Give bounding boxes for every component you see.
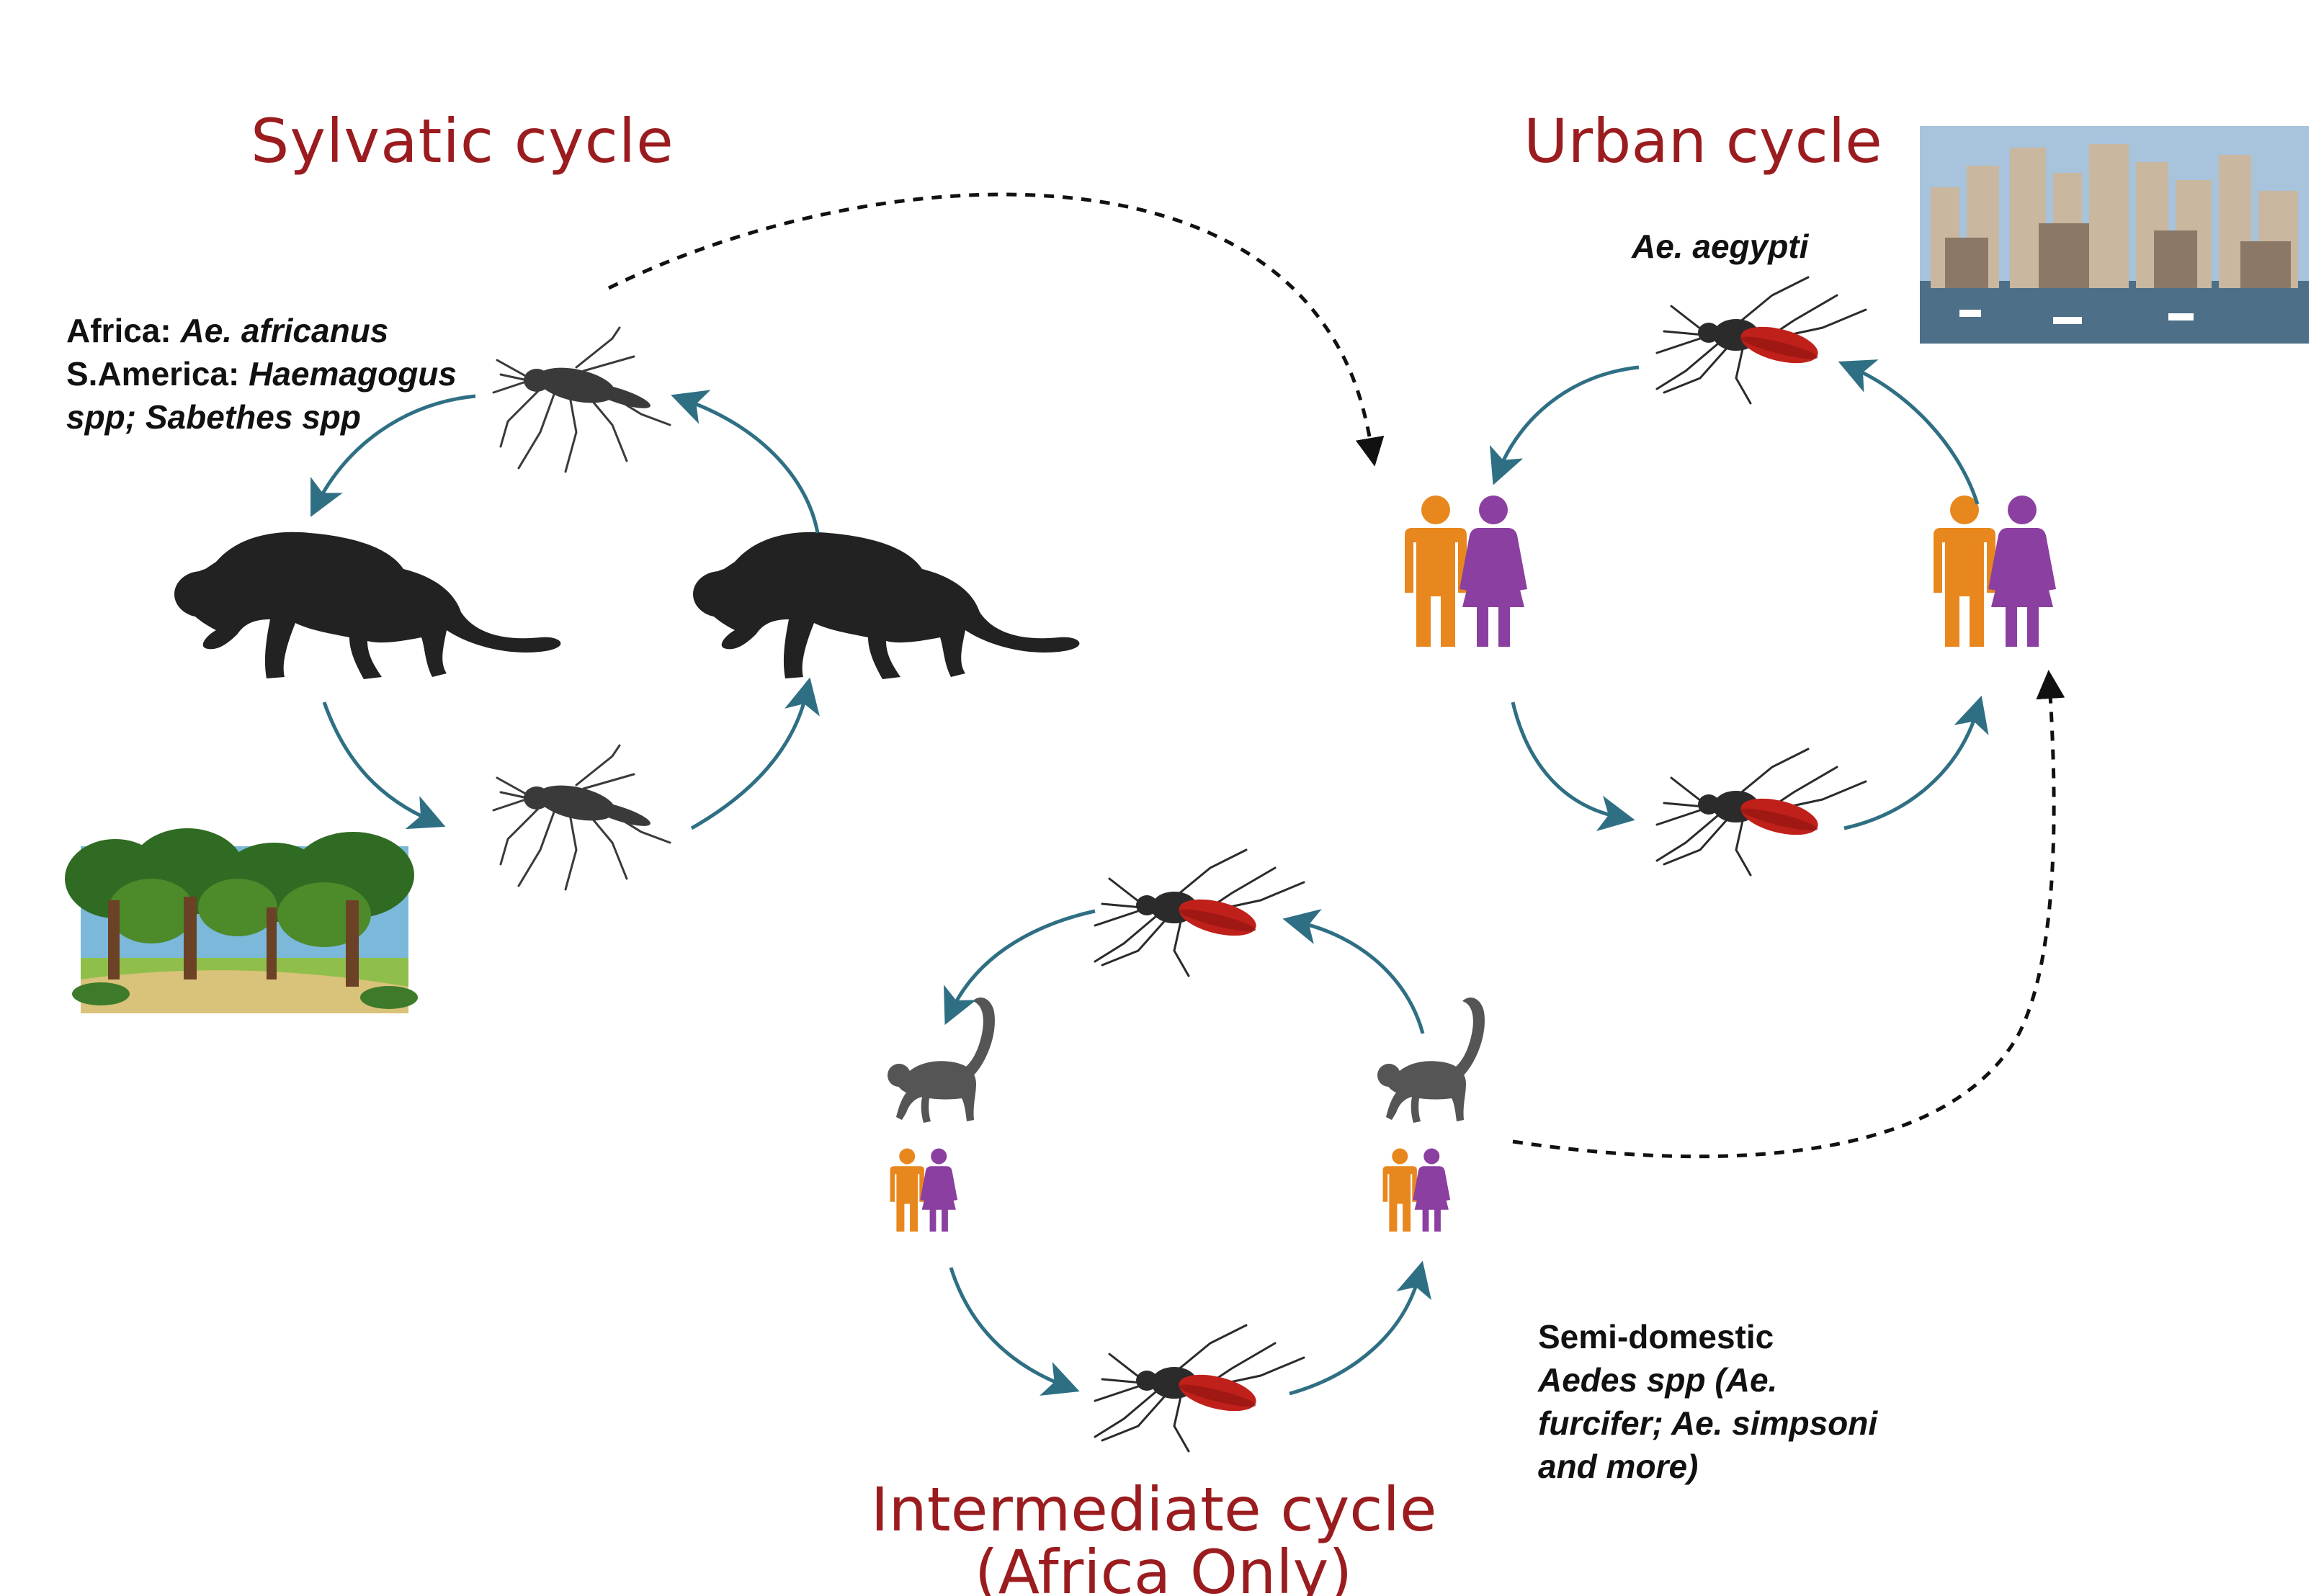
primate-icon	[693, 532, 1080, 679]
sylvatic-arrows	[310, 390, 820, 830]
intermediate-title: Intermediate cycle (Africa Only)	[871, 1474, 1456, 1596]
human-pair-icon	[1934, 496, 2056, 647]
mosquito-icon	[492, 326, 671, 473]
mosquito-icon	[1094, 1324, 1305, 1453]
connector-arrows	[607, 192, 2065, 1159]
mosquito-icon	[1655, 748, 1867, 877]
urban-cycle: Urban cycle	[1405, 106, 2309, 877]
sylvatic-vectors-label: Africa: Ae. africanus S.America: Haemago…	[66, 312, 466, 436]
intermediate-arrows	[944, 909, 1431, 1396]
mosquito-icon	[1094, 848, 1305, 977]
sylvatic-to-urban-arrow	[607, 192, 1385, 467]
human-pair-icon	[890, 1148, 958, 1232]
intermediate-to-urban-arrow	[1512, 670, 2065, 1159]
urban-vector-label: Ae. aegypti	[1631, 228, 1810, 265]
mosquito-icon	[1655, 276, 1867, 405]
human-pair-icon	[1382, 1148, 1451, 1232]
intermediate-vectors-label: Semi-domestic Aedes spp (Ae. furcifer; A…	[1537, 1318, 1887, 1485]
monkey-icon	[1377, 998, 1485, 1123]
intermediate-cycle: Intermediate cycle (Africa Only) Semi-do…	[871, 848, 1887, 1596]
urban-arrows	[1489, 359, 1989, 832]
monkey-icon	[888, 998, 995, 1123]
urban-title: Urban cycle	[1524, 106, 1882, 176]
sylvatic-title: Sylvatic cycle	[251, 106, 674, 176]
city-image	[1920, 126, 2309, 344]
human-pair-icon	[1405, 496, 1527, 647]
primate-icon	[174, 532, 561, 679]
sylvatic-cycle: Sylvatic cycle Africa: Ae. africanus S.A…	[65, 106, 1080, 1013]
mosquito-icon	[492, 744, 671, 891]
forest-image	[65, 828, 418, 1013]
